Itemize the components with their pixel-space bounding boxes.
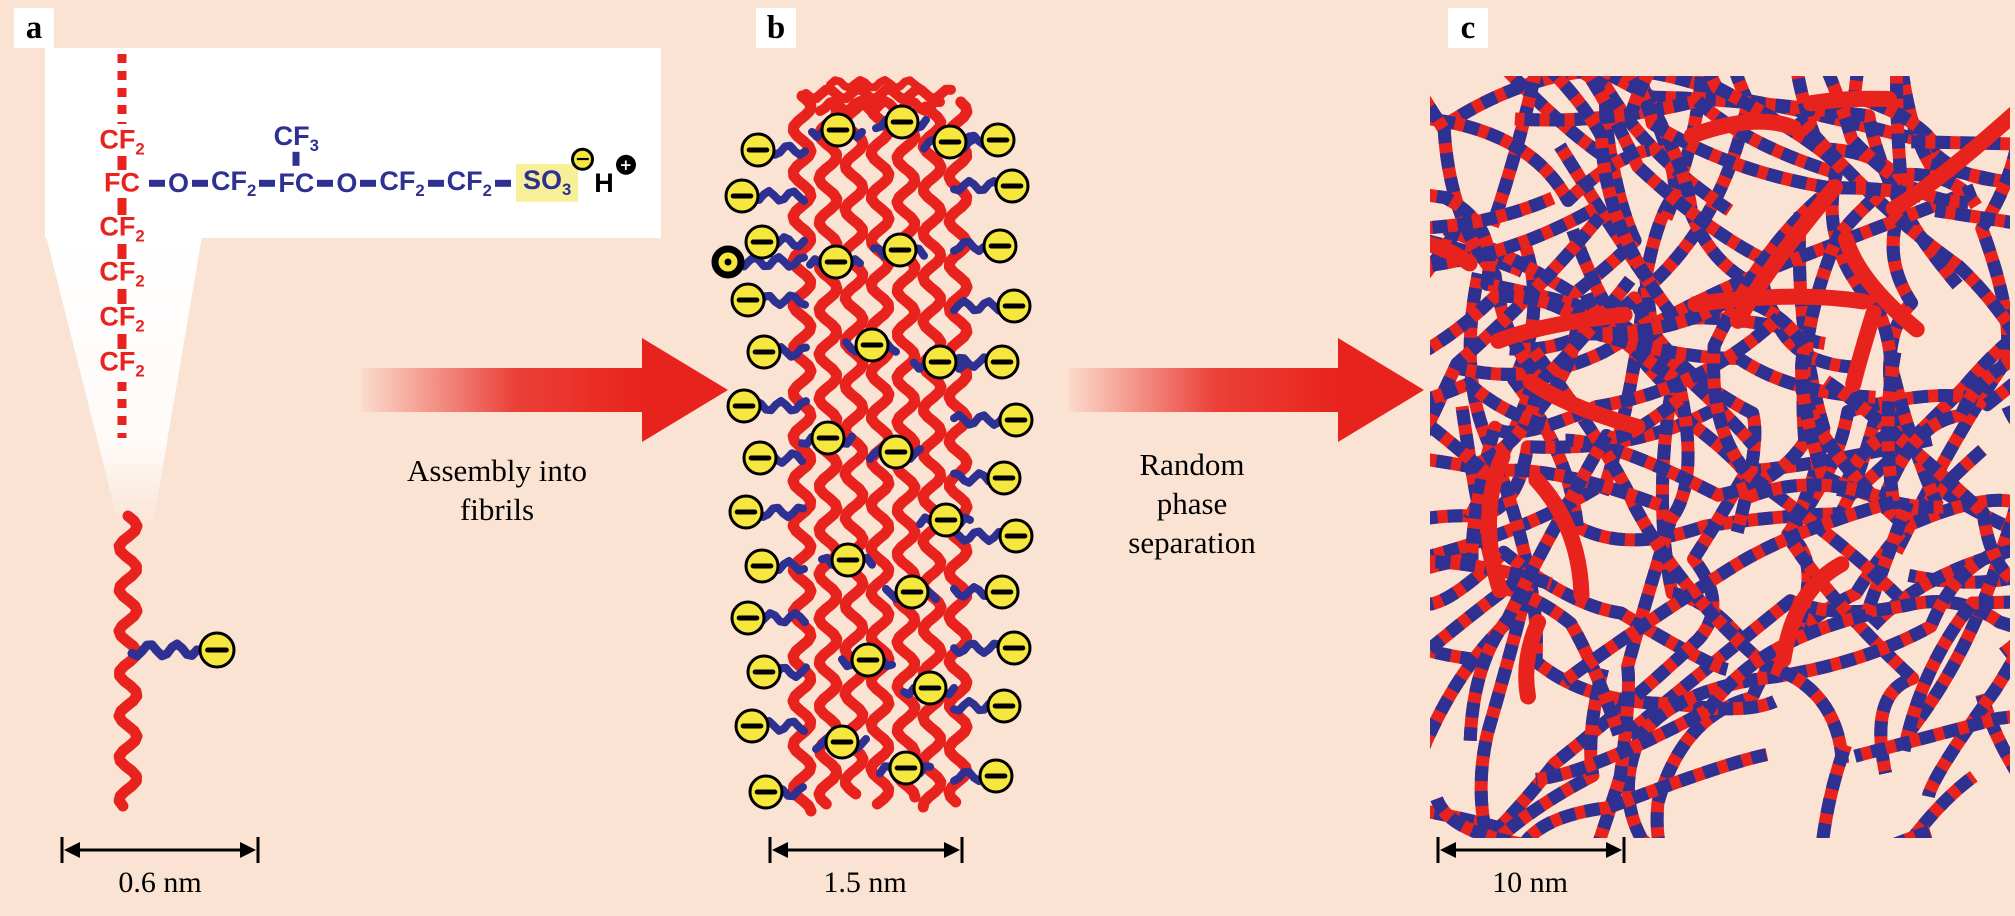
chain-end-icon — [711, 245, 745, 279]
sulfonate-anion-icon — [748, 774, 784, 810]
sulfonate-anion-icon — [982, 228, 1018, 264]
chemical-structure-inset — [45, 48, 661, 238]
sulfonate-anion-icon — [978, 758, 1014, 794]
sulfonate-anion-icon — [998, 518, 1034, 554]
sulfonate-anion-icon — [740, 132, 776, 168]
sulfonate-anion-icon — [996, 288, 1032, 324]
caption-line: separation — [1128, 524, 1256, 560]
panel-a-label: a — [14, 8, 54, 48]
panel-b-letter: b — [766, 9, 786, 46]
scale-bar-c — [1436, 837, 1626, 863]
scale-bar-a — [60, 837, 260, 863]
caption-line: Assembly into — [407, 453, 587, 488]
sulfonate-anion-icon — [734, 708, 770, 744]
sulfonate-anion-icon — [850, 642, 886, 678]
zoom-funnel — [46, 236, 202, 530]
sulfonate-anion-icon — [922, 344, 958, 380]
sulfonate-anion-icon — [888, 750, 924, 786]
polymer-network — [1430, 76, 2010, 838]
monomer-molecule — [113, 510, 236, 812]
sulfonate-anion-icon — [726, 388, 762, 424]
sulfonate-anion-icon — [854, 327, 890, 363]
sulfonate-anion-icon — [746, 334, 782, 370]
sulfonate-anion-icon — [724, 178, 760, 214]
sulfonate-anion-icon — [810, 420, 846, 456]
sulfonate-anion-icon — [728, 494, 764, 530]
sulfonate-anion-icon — [986, 460, 1022, 496]
scale-label-b: 1.5 nm — [823, 866, 907, 899]
sulfonate-anion-icon — [730, 600, 766, 636]
sulfonate-anion-icon — [818, 244, 854, 280]
process-arrows — [362, 338, 1424, 442]
sulfonate-anion-icon — [984, 344, 1020, 380]
phase-arrow-caption: Random phase separation — [1042, 446, 1342, 562]
sulfonate-anion-icon — [730, 282, 766, 318]
sulfonate-anion-icon — [746, 654, 782, 690]
fibril-bundle — [711, 76, 1034, 817]
sulfonate-anion-icon — [198, 631, 236, 669]
sulfonate-anion-icon — [996, 630, 1032, 666]
sulfonate-anion-icon — [986, 688, 1022, 724]
panel-c-letter: c — [1460, 9, 1476, 46]
sulfonate-anion-icon — [884, 104, 920, 140]
scale-label-a: 0.6 nm — [118, 866, 202, 899]
sulfonate-anion-icon — [820, 112, 856, 148]
sulfonate-anion-icon — [984, 574, 1020, 610]
sulfonate-anion-icon — [980, 122, 1016, 158]
sulfonate-anion-icon — [824, 724, 860, 760]
sulfonate-anion-icon — [742, 440, 778, 476]
caption-line: fibrils — [459, 491, 535, 527]
sulfonate-anion-icon — [882, 232, 918, 268]
panel-a-letter: a — [25, 9, 43, 46]
panel-c-label: c — [1448, 8, 1488, 48]
panel-b-label: b — [756, 8, 796, 48]
sulfonate-anion-icon — [912, 670, 948, 706]
assembly-arrow-icon — [362, 338, 728, 442]
sulfonate-anion-icon — [994, 168, 1030, 204]
assembly-arrow-caption: Assembly into fibrils — [347, 452, 647, 530]
sulfonate-anion-icon — [830, 542, 866, 578]
sulfonate-anion-icon — [998, 402, 1034, 438]
phase-separation-arrow-icon — [1068, 338, 1424, 442]
sulfonate-anion-icon — [932, 124, 968, 160]
sulfonate-anion-icon — [744, 224, 780, 260]
sulfonate-anion-icon — [878, 434, 914, 470]
scale-label-c: 10 nm — [1492, 866, 1568, 899]
sulfonate-anion-icon — [928, 502, 964, 538]
scale-bars — [60, 837, 1626, 863]
scale-bar-b — [768, 837, 964, 863]
caption-line: phase — [1156, 485, 1228, 521]
sulfonate-anion-icon — [744, 548, 780, 584]
caption-line: Random — [1139, 447, 1245, 482]
sulfonate-anion-icon — [894, 574, 930, 610]
